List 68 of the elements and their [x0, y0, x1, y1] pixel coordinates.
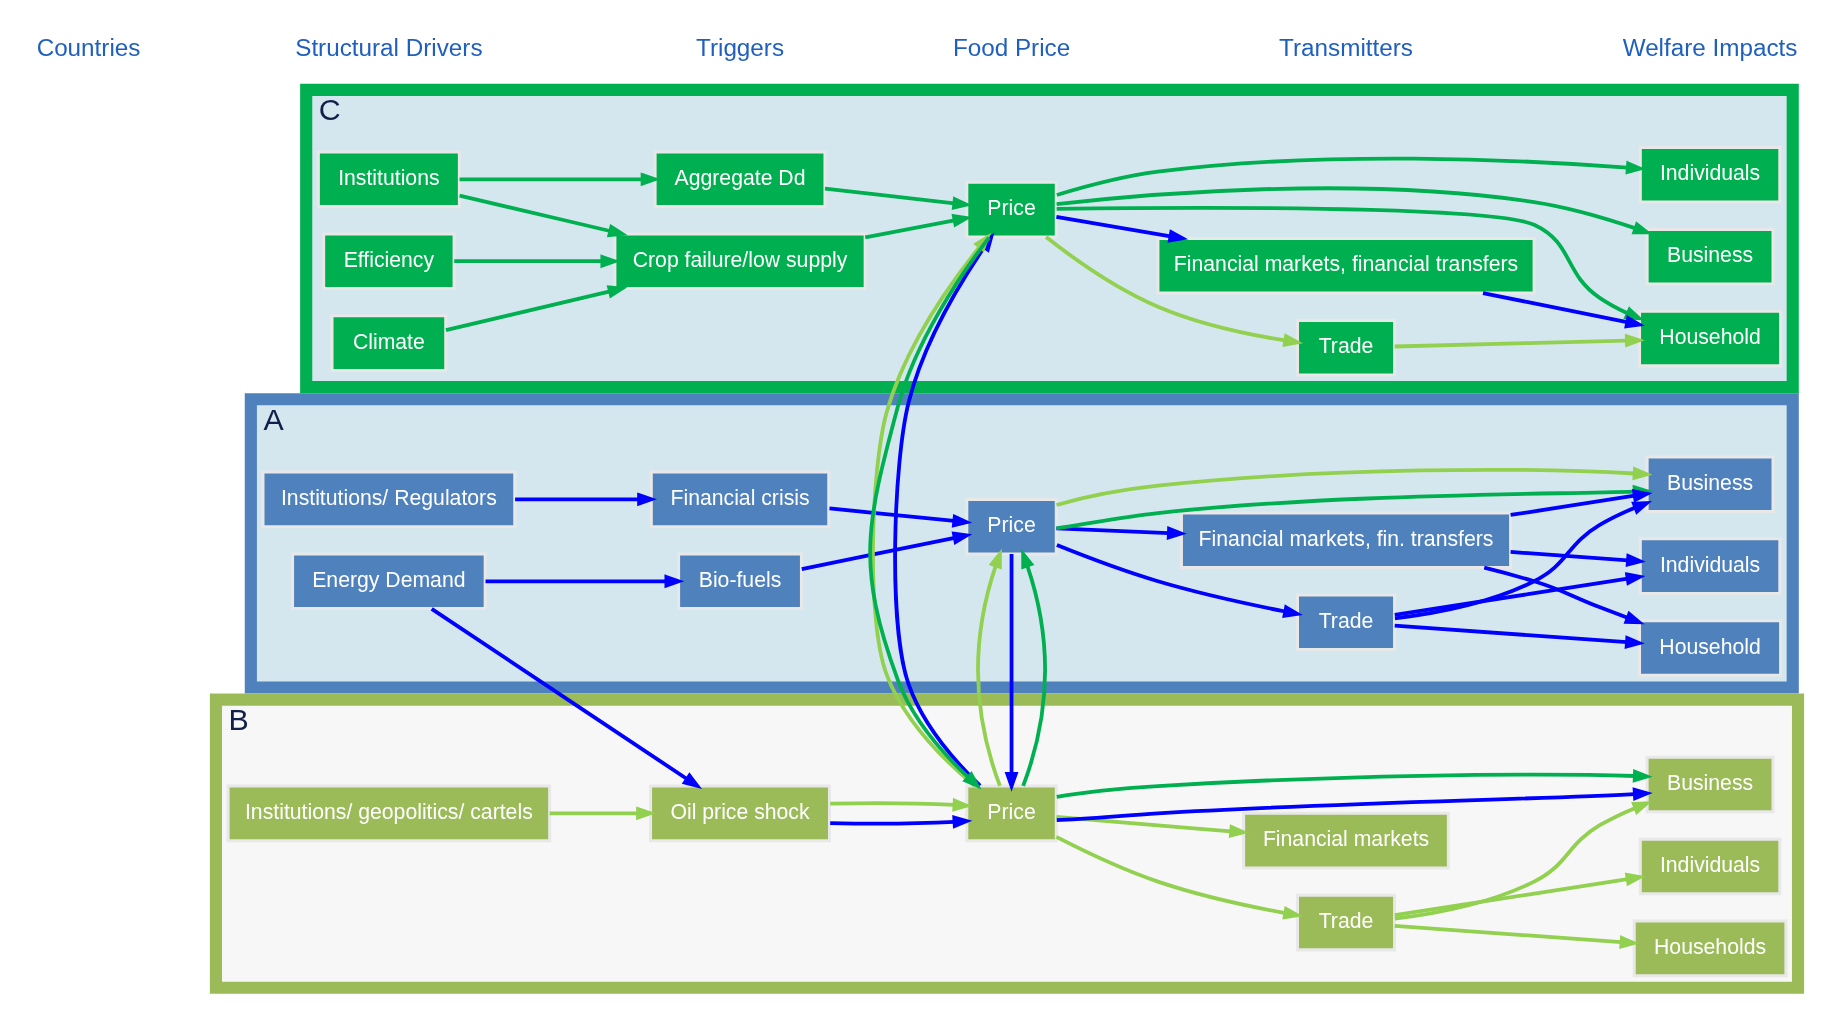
node-box: Financial crisis — [649, 470, 831, 529]
node-box: Price — [965, 784, 1058, 843]
arrow — [830, 815, 973, 829]
arrow — [1056, 215, 1189, 243]
label: Structural Drivers — [295, 34, 483, 62]
arrow — [1394, 924, 1640, 949]
node-box: Financial markets — [1242, 811, 1450, 870]
arrow — [1394, 872, 1646, 918]
arrow — [445, 285, 628, 332]
node-box: Household — [1638, 619, 1783, 677]
arrow — [1394, 801, 1653, 921]
node-box: Efficiency — [322, 232, 456, 291]
node-box: Bio-fuels — [677, 552, 803, 611]
arrow — [801, 531, 973, 571]
arrow — [829, 506, 973, 528]
node-box: Trade — [1295, 893, 1397, 952]
label: Countries — [36, 34, 141, 62]
arrow — [1394, 623, 1645, 649]
node-box: Business — [1645, 755, 1775, 814]
arrow — [549, 806, 656, 821]
label: Food Price — [952, 34, 1071, 62]
arrow — [1056, 526, 1187, 540]
node-box: Oil price shock — [649, 784, 832, 843]
node-box: Trade — [1295, 593, 1397, 652]
node-box: Individuals — [1638, 537, 1782, 595]
arrow — [830, 797, 973, 812]
node-box: Crop failure/low supply — [613, 232, 867, 291]
arrow — [1394, 333, 1645, 349]
node-box: Institutions — [316, 150, 461, 209]
arrow — [459, 193, 628, 238]
arrow — [1004, 554, 1019, 792]
node-box: Individuals — [1638, 145, 1782, 204]
arrow — [1510, 489, 1653, 517]
arrow — [485, 574, 685, 589]
arrow — [1510, 550, 1646, 568]
arrow — [1056, 769, 1653, 799]
arrow — [1056, 206, 1645, 321]
arrow — [515, 492, 657, 507]
arrow — [1056, 543, 1303, 618]
label: Transmitters — [1279, 34, 1413, 62]
node-box: Business — [1645, 227, 1775, 286]
arrow — [1055, 835, 1303, 920]
arrow — [1483, 565, 1645, 625]
node-box: Institutions/ Regulators — [261, 470, 517, 529]
node-box: Financial markets, financial transfers — [1156, 236, 1536, 295]
node-box: Household — [1638, 309, 1783, 368]
node-box: Trade — [1295, 318, 1397, 377]
arrow — [1021, 548, 1047, 787]
node-box: Individuals — [1638, 837, 1782, 896]
arrow — [1056, 787, 1653, 822]
node-box: Price — [965, 180, 1058, 239]
node-box: Financial markets, fin. transfers — [1179, 511, 1513, 570]
node-box: Institutions/ geopolitics/ cartels — [226, 784, 552, 843]
node-box: Energy Demand — [291, 552, 487, 611]
arrow — [1482, 291, 1645, 329]
arrow — [1394, 572, 1646, 617]
arrow — [1056, 815, 1250, 839]
arrow — [430, 607, 703, 790]
node-box: Climate — [330, 314, 448, 372]
node-box: Aggregate Dd — [653, 150, 827, 209]
arrow — [1394, 500, 1653, 621]
label: Triggers — [696, 34, 785, 62]
node-box: Price — [965, 497, 1058, 556]
arrow — [976, 548, 1002, 787]
label: Welfare Impacts — [1622, 34, 1798, 62]
node-box: Households — [1632, 919, 1788, 978]
arrow — [1044, 235, 1304, 348]
node-box: Business — [1645, 455, 1775, 513]
